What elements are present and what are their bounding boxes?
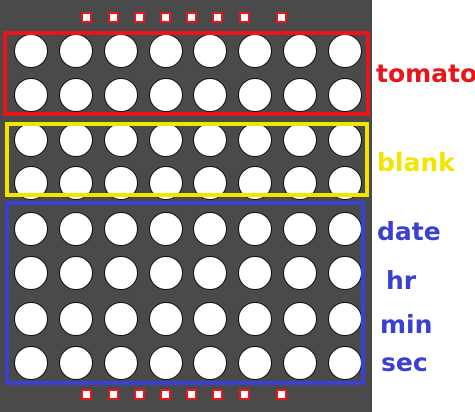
led xyxy=(104,212,138,246)
led xyxy=(238,346,272,380)
led xyxy=(193,256,227,290)
led xyxy=(238,78,272,112)
led xyxy=(283,302,317,336)
led xyxy=(149,123,183,157)
blank-group-box xyxy=(5,122,369,197)
pin xyxy=(212,389,223,400)
led xyxy=(328,212,362,246)
led xyxy=(104,256,138,290)
led xyxy=(238,256,272,290)
pin xyxy=(276,12,287,23)
led xyxy=(193,212,227,246)
led xyxy=(149,302,183,336)
led xyxy=(193,78,227,112)
pin xyxy=(160,12,171,23)
led xyxy=(14,212,48,246)
led xyxy=(104,302,138,336)
led xyxy=(149,78,183,112)
led xyxy=(283,123,317,157)
led xyxy=(104,123,138,157)
led xyxy=(149,212,183,246)
led xyxy=(283,346,317,380)
pin xyxy=(239,389,250,400)
date-label: date xyxy=(377,217,441,246)
tomato-label: tomato xyxy=(376,59,475,88)
hr-label: hr xyxy=(386,266,417,295)
led xyxy=(14,346,48,380)
pin xyxy=(186,389,197,400)
led xyxy=(328,34,362,68)
pin xyxy=(134,12,145,23)
led xyxy=(283,78,317,112)
led xyxy=(328,78,362,112)
led xyxy=(238,302,272,336)
led xyxy=(149,256,183,290)
led xyxy=(14,256,48,290)
tomato-group-box xyxy=(3,31,370,116)
led xyxy=(104,78,138,112)
led xyxy=(104,34,138,68)
pin xyxy=(81,12,92,23)
sec-label: sec xyxy=(381,348,428,377)
min-label: min xyxy=(380,310,433,339)
pin xyxy=(160,389,171,400)
pin xyxy=(276,389,287,400)
pin xyxy=(108,12,119,23)
led xyxy=(14,78,48,112)
led xyxy=(238,212,272,246)
led xyxy=(193,346,227,380)
pin xyxy=(239,12,250,23)
led xyxy=(104,346,138,380)
pin xyxy=(108,389,119,400)
led xyxy=(59,302,93,336)
led xyxy=(14,34,48,68)
pin xyxy=(186,12,197,23)
led xyxy=(328,302,362,336)
led xyxy=(59,123,93,157)
led xyxy=(283,212,317,246)
pin xyxy=(212,12,223,23)
led xyxy=(328,346,362,380)
led xyxy=(193,34,227,68)
led xyxy=(59,346,93,380)
led xyxy=(59,78,93,112)
led xyxy=(283,256,317,290)
time-group-box xyxy=(5,201,365,385)
led xyxy=(59,34,93,68)
led xyxy=(59,212,93,246)
pin xyxy=(81,389,92,400)
led xyxy=(59,256,93,290)
led xyxy=(283,34,317,68)
led xyxy=(14,302,48,336)
led xyxy=(238,123,272,157)
blank-label: blank xyxy=(377,148,455,177)
led xyxy=(193,302,227,336)
led xyxy=(149,346,183,380)
pin xyxy=(134,389,145,400)
